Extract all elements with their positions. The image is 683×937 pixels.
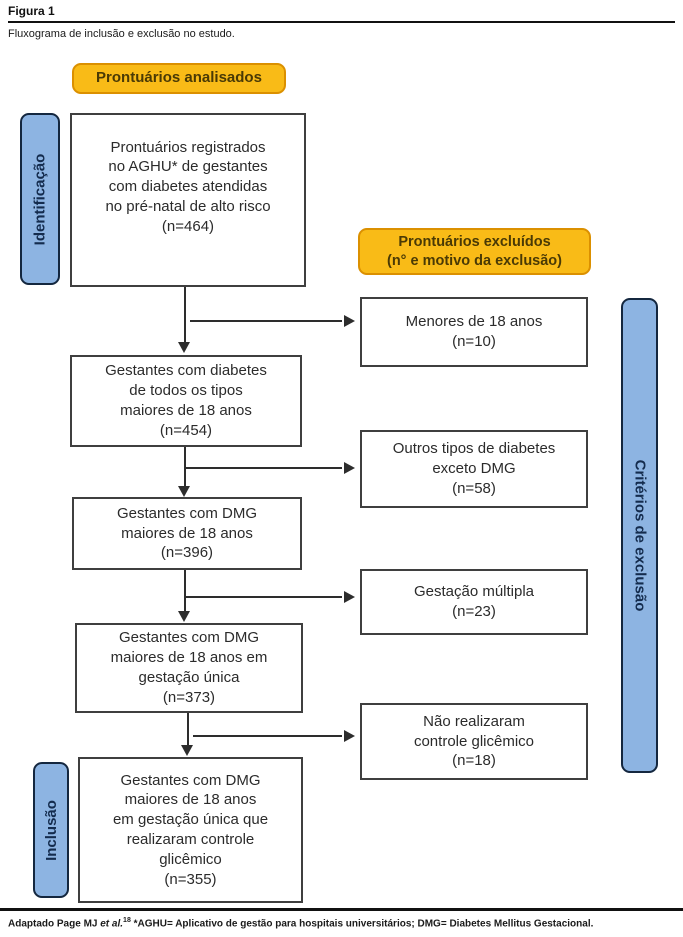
exclusion-box-under18: Menores de 18 anos (n=10) — [360, 297, 588, 367]
arrow-line-v4 — [187, 713, 189, 746]
arrow-head-right-1 — [344, 315, 355, 327]
exclusion-box-multiple-pregnancy: Gestação múltipla (n=23) — [360, 569, 588, 635]
arrow-line-v3 — [184, 570, 186, 612]
header-divider — [8, 21, 675, 23]
stage-label-exclusion-criteria: Critérios de exclusão — [631, 459, 649, 612]
flow-box-all-diabetes-over18: Gestantes com diabetes de todos os tipos… — [70, 355, 302, 447]
exclusion-box-no-glycemic-control: Não realizaram controle glicêmico (n=18) — [360, 703, 588, 780]
flow-box-dmg-single-pregnancy: Gestantes com DMG maiores de 18 anos em … — [75, 623, 303, 713]
figure-caption: Fluxograma de inclusão e exclusão no est… — [8, 28, 235, 40]
stage-bar-inclusion: Inclusão — [33, 762, 69, 898]
arrow-head-down-2 — [178, 486, 190, 497]
footer-note-etal: et al. — [100, 918, 124, 930]
arrow-line-h4 — [193, 735, 342, 737]
arrow-head-right-4 — [344, 730, 355, 742]
flow-box-records-registered: Prontuários registrados no AGHU* de gest… — [70, 113, 306, 287]
flow-box-final-included: Gestantes com DMG maiores de 18 anos em … — [78, 757, 303, 903]
arrow-head-down-1 — [178, 342, 190, 353]
footer-note-prefix: Adaptado Page MJ — [8, 918, 101, 930]
arrow-head-down-3 — [178, 611, 190, 622]
arrow-line-h3 — [186, 596, 342, 598]
footer-note: Adaptado Page MJ et al.18 *AGHU= Aplicat… — [8, 917, 593, 929]
arrow-head-down-4 — [181, 745, 193, 756]
banner-records-analyzed: Prontuários analisados — [72, 63, 286, 94]
footer-note-reference: 18 — [123, 917, 131, 924]
arrow-head-right-3 — [344, 591, 355, 603]
figure-label: Figura 1 — [8, 4, 55, 18]
footer-divider — [0, 908, 683, 911]
banner-records-excluded: Prontuários excluídos (n° e motivo da ex… — [358, 228, 591, 275]
arrow-line-h2 — [186, 467, 342, 469]
arrow-head-right-2 — [344, 462, 355, 474]
arrow-line-v1 — [184, 287, 186, 343]
stage-label-identification: Identificação — [31, 153, 49, 245]
flow-box-dmg-over18: Gestantes com DMG maiores de 18 anos (n=… — [72, 497, 302, 570]
exclusion-box-other-diabetes: Outros tipos de diabetes exceto DMG (n=5… — [360, 430, 588, 508]
stage-label-inclusion: Inclusão — [42, 799, 60, 861]
arrow-line-v2 — [184, 447, 186, 487]
stage-bar-exclusion-criteria: Critérios de exclusão — [621, 298, 658, 773]
footer-note-body: *AGHU= Aplicativo de gestão para hospita… — [130, 918, 594, 930]
stage-bar-identification: Identificação — [20, 113, 60, 285]
arrow-line-h1 — [190, 320, 342, 322]
